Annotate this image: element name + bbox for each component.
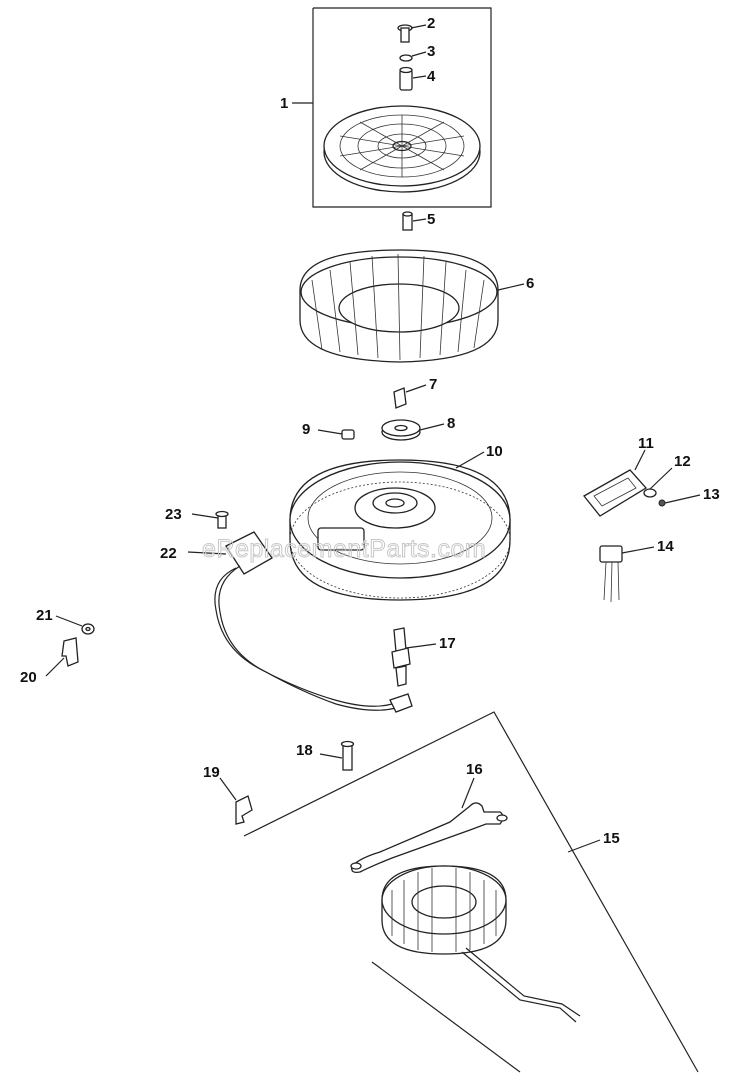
callout-20: 20: [20, 669, 37, 686]
callout-13: 13: [703, 486, 720, 503]
part-21-nut: [81, 623, 95, 635]
callout-labels: 1 2 3 4 5 6 7 8 9 10 11 12 13 14 15 16 1…: [20, 15, 720, 847]
stator-group-outline: [243, 711, 699, 1073]
part-9-nut: [341, 429, 355, 440]
callout-10: 10: [486, 443, 503, 460]
part-19-clip: [235, 795, 253, 825]
part-16-lead-wire: [350, 802, 508, 874]
callout-3: 3: [427, 43, 435, 60]
callout-16: 16: [466, 761, 483, 778]
part-15-stator: [381, 865, 581, 1023]
callout-15: 15: [603, 830, 620, 847]
part-7-key: [393, 387, 407, 409]
callout-21: 21: [36, 607, 53, 624]
leader-lines: [45, 24, 701, 853]
callout-23: 23: [165, 506, 182, 523]
callout-19: 19: [203, 764, 220, 781]
callout-6: 6: [526, 275, 534, 292]
callout-5: 5: [427, 211, 435, 228]
part-14-rectifier: [599, 545, 623, 603]
callout-14: 14: [657, 538, 674, 555]
callout-9: 9: [302, 421, 310, 438]
part-17-spark-plug: [391, 627, 411, 687]
part-5-screw: [402, 211, 413, 231]
callout-11: 11: [638, 435, 654, 452]
part-2-screw: [397, 24, 413, 43]
part-11-regulator: [583, 469, 648, 517]
callout-8: 8: [447, 415, 455, 432]
callout-22: 22: [160, 545, 177, 562]
callout-17: 17: [439, 635, 456, 652]
callout-18: 18: [296, 742, 313, 759]
callout-2: 2: [427, 15, 435, 32]
part-20-clip: [61, 637, 79, 667]
part-12-washer: [643, 488, 657, 498]
part-22-ignition-module: [214, 531, 413, 713]
callout-12: 12: [674, 453, 691, 470]
part-6-fan: [299, 249, 499, 363]
callout-1: 1: [280, 95, 288, 112]
part-13-screw: [658, 499, 666, 507]
callout-7: 7: [429, 376, 437, 393]
watermark-text: eReplacementParts.com: [202, 535, 486, 563]
part-3-washer: [399, 54, 413, 62]
part-8-washer: [381, 419, 421, 441]
part-18-screw: [340, 740, 355, 771]
part-1-grass-screen: [323, 105, 481, 193]
callout-4: 4: [427, 68, 436, 85]
part-10-flywheel: [289, 459, 511, 601]
part-4-spacer: [399, 66, 413, 91]
grass-screen-group-box: [312, 7, 492, 208]
part-23-screw: [215, 510, 229, 529]
